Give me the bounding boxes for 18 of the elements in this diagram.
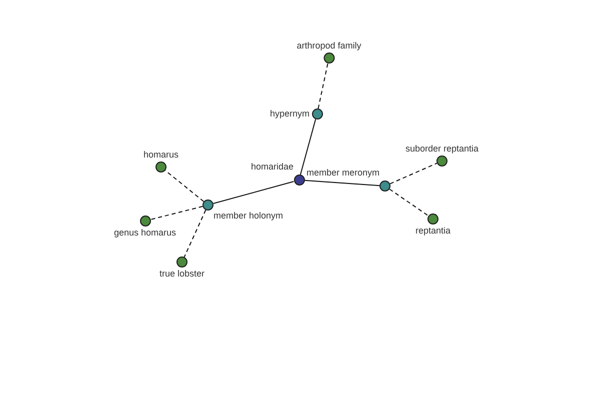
connector-line — [304, 180, 380, 186]
dashed-connector — [389, 188, 429, 216]
dashed-connector — [318, 62, 328, 110]
node-label: true lobster — [159, 268, 205, 280]
node-label: member holonym — [214, 210, 284, 222]
node-label: homaridae — [250, 162, 294, 172]
node-label: genus homarus — [114, 228, 176, 238]
node-label: arthropod family — [296, 40, 362, 52]
node-label: hypernym — [270, 108, 310, 120]
dashed-connector — [390, 162, 438, 184]
node-label: reptantia — [415, 226, 451, 236]
node-label: suborder reptantia — [405, 144, 479, 154]
connector-line — [300, 118, 316, 176]
dashed-connector — [184, 210, 206, 258]
node-label: homarus — [144, 150, 178, 160]
node-label: member meronym — [306, 168, 380, 178]
connector-line — [212, 181, 294, 204]
dashed-connector — [150, 206, 204, 220]
